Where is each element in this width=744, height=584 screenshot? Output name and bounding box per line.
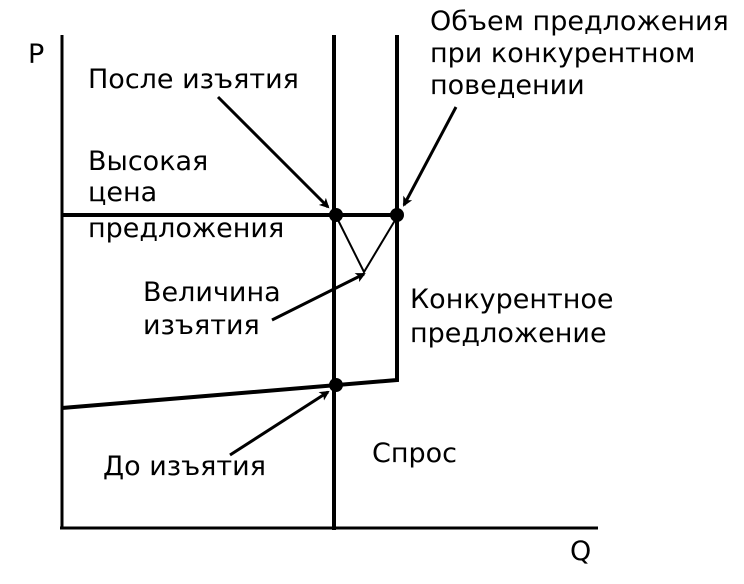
label-before-withholding: До изъятия: [103, 451, 266, 482]
label-competitive-quantity-line-2: при конкурентном: [430, 38, 695, 69]
label-withholding-amount-line-1: Величина: [143, 277, 281, 308]
competitive-supply-curve: [61, 35, 399, 410]
arrow-competitive-quantity: [402, 106, 458, 207]
label-high-offer-price-line-3: предложения: [88, 213, 284, 244]
point-before-withholding: [329, 378, 343, 392]
annotation-arrows: [216, 95, 458, 457]
x-axis-label: Q: [570, 536, 591, 567]
axes: [60, 35, 598, 530]
label-withholding-amount-line-2: изъятия: [143, 310, 260, 341]
label-competitive-quantity-line-3: поведении: [430, 70, 585, 101]
point-after-withholding: [329, 208, 343, 222]
arrow-after-withholding: [216, 95, 330, 209]
label-competitive-supply-line-2: предложение: [410, 318, 607, 349]
arrow-before-withholding: [229, 390, 330, 457]
y-axis-label: P: [28, 39, 44, 70]
arrow-withholding-amount: [271, 272, 366, 322]
label-demand: Спрос: [372, 438, 457, 469]
label-competitive-supply-line-1: Конкурентное: [410, 284, 614, 315]
withholding-triangle: [335, 215, 398, 275]
point-competitive-quantity: [390, 208, 404, 222]
equilibrium-points: [329, 208, 404, 392]
label-competitive-quantity-line-1: Объем предложения: [430, 6, 729, 37]
label-high-offer-price-line-2: цена: [88, 177, 157, 208]
label-high-offer-price-line-1: Высокая: [88, 146, 208, 177]
label-after-withholding: После изъятия: [88, 64, 299, 95]
